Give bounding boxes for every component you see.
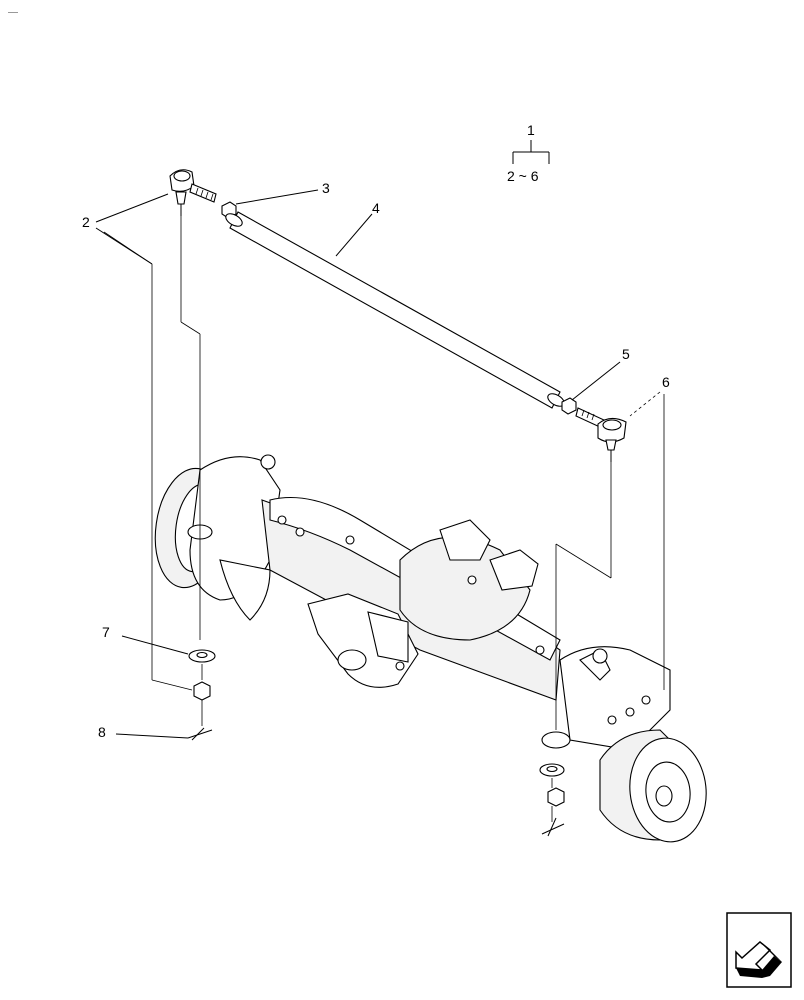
right-tie-rod-end [575, 407, 627, 462]
front-axle-housing [154, 454, 707, 843]
callout-4: 4 [372, 200, 380, 216]
left-castle-nut [193, 681, 211, 701]
callout-1: 1 [527, 122, 535, 138]
callout-5: 5 [622, 346, 630, 362]
left-washer [188, 649, 216, 663]
next-page-arrow-icon[interactable] [726, 912, 792, 988]
right-cotter-pin [541, 817, 565, 837]
left-tie-rod-end [169, 169, 217, 216]
left-cotter-pin [187, 727, 213, 741]
callout-8: 8 [98, 724, 106, 740]
tie-rod-tube [225, 211, 565, 409]
right-washer [539, 763, 565, 777]
right-castle-nut [547, 787, 565, 807]
callout-6: 6 [662, 374, 670, 390]
callout-2: 2 [82, 214, 90, 230]
callout-3: 3 [322, 180, 330, 196]
assembly-bracket [512, 140, 550, 164]
page-corner-mark [8, 12, 18, 13]
callout-leaders [95, 189, 621, 739]
callout-range-2-6: 2 ~ 6 [507, 168, 539, 184]
callout-7: 7 [102, 624, 110, 640]
tie-rod-nut-right [561, 397, 577, 415]
